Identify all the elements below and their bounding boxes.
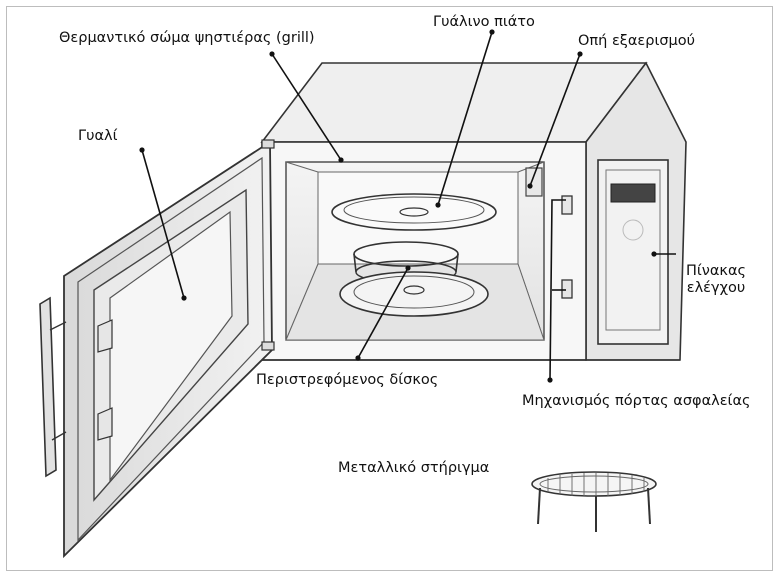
door-safety-latches bbox=[561, 195, 573, 299]
vent-opening bbox=[525, 167, 543, 197]
leader-dots bbox=[139, 29, 657, 383]
label-glass: Γυαλί bbox=[78, 128, 118, 144]
leader-glass-plate bbox=[437, 31, 493, 206]
leader-lines bbox=[141, 31, 676, 381]
label-turntable: Περιστρεφόμενος δίσκος bbox=[256, 372, 439, 388]
diagram-frame bbox=[6, 6, 773, 571]
label-metal-rack: Μεταλλικό στήριγμα bbox=[338, 460, 490, 476]
glass-plate bbox=[331, 193, 497, 231]
label-grill: Θερμαντικό σώμα ψηστιέρας (grill) bbox=[59, 30, 315, 46]
label-control-panel-line2: ελέγχου bbox=[686, 280, 746, 296]
label-vent: Οπή εξαερισμού bbox=[578, 33, 696, 49]
leader-turntable bbox=[357, 267, 409, 359]
label-safety-lock: Μηχανισμός πόρτας ασφαλείας bbox=[522, 393, 751, 409]
microwave-door bbox=[63, 139, 275, 559]
leader-safety-lock bbox=[549, 199, 566, 381]
metal-rack bbox=[531, 471, 657, 532]
turntable-plate bbox=[339, 271, 489, 317]
leader-vent bbox=[529, 53, 581, 187]
control-panel bbox=[597, 159, 669, 345]
door-handle bbox=[39, 296, 67, 478]
label-control-panel: Πίνακας ελέγχου bbox=[676, 263, 756, 297]
label-glass-plate: Γυάλινο πιάτο bbox=[433, 14, 535, 30]
leader-glass bbox=[141, 149, 185, 299]
leader-grill bbox=[271, 53, 342, 161]
label-control-panel-line1: Πίνακας bbox=[685, 263, 747, 279]
